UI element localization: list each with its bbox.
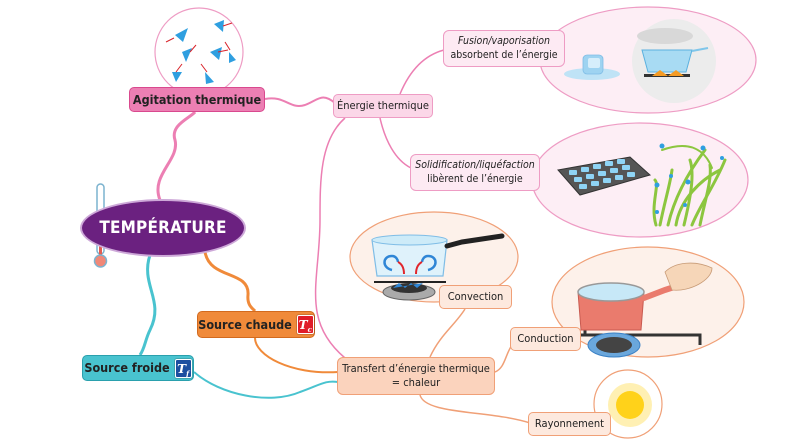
node-label: Énergie thermique (337, 99, 429, 113)
agitated-molecules-icon (165, 20, 236, 84)
boiling-pot-icon (632, 19, 716, 103)
link-agitation-energie (264, 96, 336, 108)
link-energie-fusion (399, 49, 445, 95)
node-label: Rayonnement (534, 417, 605, 431)
link-chaude-transfert (254, 337, 339, 374)
node-label-sub: = chaleur (391, 376, 441, 389)
ice-cube-tray-icon (557, 156, 652, 196)
node-rayonnement: Rayonnement (528, 412, 611, 436)
central-title-text: TEMPÉRATURE (99, 218, 227, 238)
node-label: Conduction (517, 332, 574, 346)
node-label-sub: libèrent de l’énergie (427, 172, 523, 185)
node-solidification-liquefaction: Solidification/liquéfaction libèrent de … (410, 154, 540, 191)
grass-dew-icon (652, 143, 727, 227)
node-label-title: Solidification/liquéfaction (415, 159, 535, 172)
sun-icon (608, 383, 652, 427)
link-title-froide (138, 254, 157, 356)
node-label-title: Transfert d’énergie thermique (342, 362, 490, 376)
node-label: Source chaude (198, 316, 292, 332)
link-energie-solid (379, 117, 412, 169)
melting-ice-cube-icon (564, 54, 620, 80)
badge-subscript: c (307, 325, 312, 334)
node-label: Convection (447, 290, 504, 304)
link-title-agitation (156, 110, 197, 201)
node-convection: Convection (439, 285, 512, 309)
node-transfert-energie: Transfert d’énergie thermique = chaleur (337, 357, 495, 395)
badge-subscript: f (186, 368, 190, 378)
node-agitation-thermique: Agitation thermique (129, 87, 265, 112)
badge-letter: T (177, 361, 187, 376)
link-transfert-conduction (494, 344, 513, 373)
central-title-temperature: TEMPÉRATURE (80, 199, 246, 257)
node-label-title: Fusion/vaporisation (458, 35, 550, 48)
node-label-sub: absorbent de l’énergie (450, 48, 558, 61)
node-label: Agitation thermique (132, 91, 262, 107)
link-froide-transfert (193, 371, 339, 399)
link-transfert-rayonnement (419, 394, 531, 424)
badge-letter: T (298, 318, 308, 332)
hot-handle-saucepan-icon (573, 262, 713, 358)
link-energie-transfert (314, 117, 346, 359)
link-transfert-convection (429, 308, 466, 358)
convection-saucepan-icon (371, 233, 505, 301)
node-label: Source froide (84, 360, 170, 376)
node-energie-thermique: Énergie thermique (333, 94, 433, 118)
molecules-bubble (154, 7, 244, 97)
node-conduction: Conduction (510, 327, 581, 351)
node-fusion-vaporisation: Fusion/vaporisation absorbent de l’énerg… (443, 30, 565, 67)
link-title-chaude (203, 251, 257, 313)
